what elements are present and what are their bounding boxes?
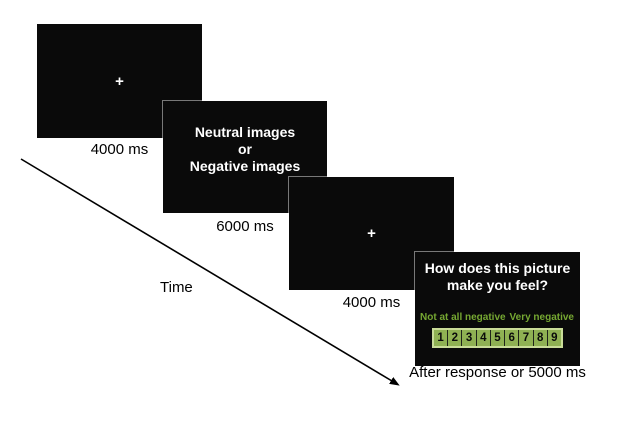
- duration-label-rating: After response or 5000 ms: [409, 364, 586, 381]
- screen-rating: How does this picture make you feel? Not…: [415, 252, 580, 366]
- scale-cell-8: 8: [534, 330, 548, 346]
- scale-cell-5: 5: [491, 330, 506, 346]
- scale-cell-1: 1: [434, 330, 449, 346]
- rating-question-line-2: make you feel?: [446, 277, 549, 293]
- duration-label-fixation-1: 4000 ms: [90, 141, 149, 158]
- scale-cell-7: 7: [519, 330, 534, 346]
- fixation-cross-icon: +: [115, 72, 124, 90]
- rating-scale-anchors: Not at all negative Very negative: [415, 312, 580, 323]
- stimulus-line-1: Neutral images: [194, 124, 296, 140]
- fixation-cross-icon: +: [367, 225, 376, 242]
- duration-label-fixation-2: 4000 ms: [342, 294, 401, 311]
- scale-cell-9: 9: [551, 332, 558, 344]
- anchor-right-label: Very negative: [509, 312, 574, 323]
- stimulus-line-2: or: [238, 141, 252, 157]
- time-axis-label: Time: [160, 279, 193, 296]
- scale-cell-4: 4: [477, 330, 491, 346]
- rating-question-line-1: How does this picture: [424, 260, 571, 276]
- anchor-left-label: Not at all negative: [420, 312, 506, 323]
- scale-cell-6: 6: [505, 330, 520, 346]
- rating-scale: 1 2 3 4 5 6 7 8 9: [432, 328, 563, 348]
- stimulus-text: Neutral images or Negative images: [163, 101, 327, 175]
- duration-label-stimulus: 6000 ms: [216, 218, 274, 235]
- rating-question: How does this picture make you feel?: [415, 252, 580, 294]
- scale-cell-2: 2: [448, 330, 463, 346]
- scale-cell-3: 3: [462, 330, 477, 346]
- stimulus-line-3: Negative images: [189, 158, 301, 174]
